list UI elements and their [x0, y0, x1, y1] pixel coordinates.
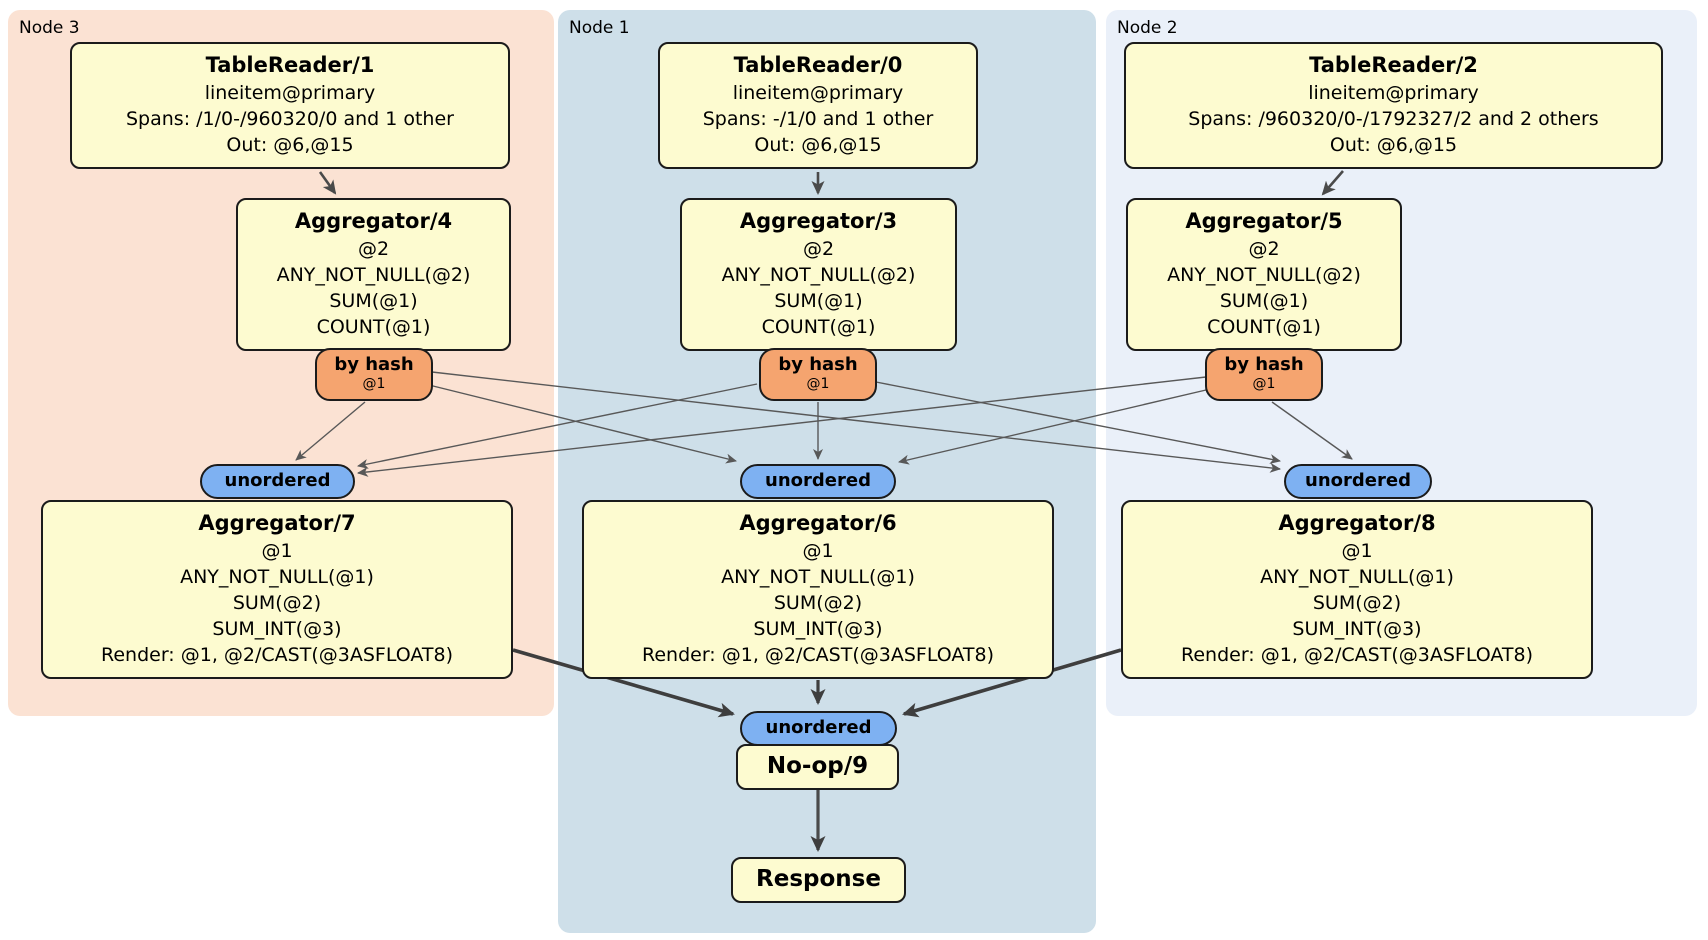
node-detail-out: Out: @6,@15 — [1329, 134, 1458, 156]
node-detail: SUM(@1) — [329, 290, 418, 312]
node-title: TableReader/1 — [205, 53, 375, 77]
router-label: by hash — [778, 354, 858, 375]
node-detail-out: Out: @6,@15 — [226, 134, 354, 156]
node-title: No-op/9 — [766, 753, 869, 779]
node-detail: @1 — [802, 540, 834, 562]
node-detail: ANY_NOT_NULL(@1) — [721, 566, 915, 588]
router-badge-by-hash: by hash @1 — [315, 348, 433, 401]
node-detail-out: Out: @6,@15 — [754, 134, 882, 156]
plan-node-aggregator-4: Aggregator/4 @2 ANY_NOT_NULL(@2) SUM(@1)… — [236, 198, 511, 351]
edge-byhash1-unordered2 — [875, 381, 1281, 464]
plan-node-aggregator-5: Aggregator/5 @2 ANY_NOT_NULL(@2) SUM(@1)… — [1126, 198, 1402, 351]
stream-badge-unordered: unordered — [740, 464, 896, 499]
node1-label: Node 1 — [569, 18, 630, 38]
edge-byhash1-unordered3 — [357, 383, 758, 469]
edge-agg8-merge — [902, 648, 1122, 718]
node-detail: SUM_INT(@3) — [212, 618, 342, 640]
plan-node-tablereader-0: TableReader/0 lineitem@primary Spans: -/… — [658, 42, 978, 169]
node-detail: COUNT(@1) — [1207, 316, 1321, 338]
node-detail: @2 — [1248, 238, 1280, 260]
node-detail-index: lineitem@primary — [204, 82, 376, 104]
node-detail: SUM(@1) — [1219, 290, 1309, 312]
edge-byhash3-unordered2 — [431, 371, 1281, 473]
node-title: Aggregator/8 — [1278, 511, 1436, 535]
node-detail: ANY_NOT_NULL(@2) — [721, 264, 916, 286]
plan-node-aggregator-6: Aggregator/6 @1 ANY_NOT_NULL(@1) SUM(@2)… — [582, 500, 1054, 679]
plan-node-response: Response — [731, 857, 906, 903]
node-detail-spans: Spans: /960320/0-/1792327/2 and 2 others — [1188, 108, 1599, 130]
router-label: by hash — [334, 354, 414, 375]
node-detail-render: Render: @1, @2/CAST(@3ASFLOAT8) — [1181, 644, 1533, 666]
node-detail: SUM(@2) — [1312, 592, 1402, 614]
node-title: Aggregator/7 — [198, 511, 356, 535]
node-detail-render: Render: @1, @2/CAST(@3ASFLOAT8) — [101, 644, 453, 666]
node-title: Aggregator/5 — [1185, 209, 1343, 233]
node-detail: ANY_NOT_NULL(@1) — [180, 566, 374, 588]
node-detail: COUNT(@1) — [316, 316, 431, 338]
node-detail-spans: Spans: -/1/0 and 1 other — [702, 108, 934, 130]
edge-byhash3-unordered3 — [295, 401, 366, 461]
node-detail: @1 — [261, 540, 293, 562]
stream-badge-unordered: unordered — [200, 464, 355, 499]
router-label: by hash — [1224, 354, 1304, 375]
router-columns: @1 — [362, 376, 386, 392]
node-detail: ANY_NOT_NULL(@1) — [1260, 566, 1454, 588]
node2-label: Node 2 — [1117, 18, 1178, 38]
plan-node-aggregator-8: Aggregator/8 @1 ANY_NOT_NULL(@1) SUM(@2)… — [1121, 500, 1593, 679]
node-title: Response — [756, 866, 881, 892]
node-detail: SUM(@1) — [774, 290, 863, 312]
stream-badge-unordered: unordered — [740, 711, 897, 746]
node-detail: @1 — [1341, 540, 1373, 562]
plan-node-aggregator-3: Aggregator/3 @2 ANY_NOT_NULL(@2) SUM(@1)… — [680, 198, 957, 351]
stream-badge-unordered: unordered — [1284, 464, 1432, 499]
node-detail-render: Render: @1, @2/CAST(@3ASFLOAT8) — [642, 644, 994, 666]
node-detail: @2 — [802, 238, 835, 260]
plan-node-noop-9: No-op/9 — [736, 744, 899, 790]
edge-byhash2-unordered3 — [357, 376, 1207, 477]
node-detail: SUM_INT(@3) — [1292, 618, 1422, 640]
node-title: Aggregator/4 — [294, 209, 453, 233]
node-detail: @2 — [357, 238, 390, 260]
node-title: Aggregator/3 — [739, 209, 898, 233]
router-badge-by-hash: by hash @1 — [759, 348, 877, 401]
node-title: Aggregator/6 — [739, 511, 897, 535]
plan-node-tablereader-1: TableReader/1 lineitem@primary Spans: /1… — [70, 42, 510, 169]
router-columns: @1 — [1252, 376, 1276, 392]
node-detail: SUM(@2) — [773, 592, 863, 614]
node-title: TableReader/2 — [1309, 53, 1478, 77]
edge-tr2-agg5 — [1321, 170, 1344, 196]
edge-tr1-agg4 — [318, 171, 337, 195]
plan-node-tablereader-2: TableReader/2 lineitem@primary Spans: /9… — [1124, 42, 1663, 169]
node-detail: ANY_NOT_NULL(@2) — [276, 264, 471, 286]
node-title: TableReader/0 — [733, 53, 903, 77]
node-detail: ANY_NOT_NULL(@2) — [1167, 264, 1361, 286]
router-badge-by-hash: by hash @1 — [1205, 348, 1323, 401]
node-detail: SUM_INT(@3) — [753, 618, 883, 640]
edge-agg7-merge — [512, 648, 735, 718]
edge-byhash2-unordered1 — [898, 389, 1207, 465]
node-detail: COUNT(@1) — [761, 316, 876, 338]
node3-label: Node 3 — [19, 18, 80, 38]
node-detail-spans: Spans: /1/0-/960320/0 and 1 other — [126, 108, 454, 130]
edge-byhash3-unordered1 — [428, 384, 737, 464]
plan-node-aggregator-7: Aggregator/7 @1 ANY_NOT_NULL(@1) SUM(@2)… — [41, 500, 513, 679]
node-detail-index: lineitem@primary — [732, 82, 904, 104]
node-detail: SUM(@2) — [232, 592, 322, 614]
node-detail-index: lineitem@primary — [1308, 82, 1479, 104]
router-columns: @1 — [806, 376, 830, 392]
edge-byhash2-unordered2 — [1271, 401, 1353, 460]
